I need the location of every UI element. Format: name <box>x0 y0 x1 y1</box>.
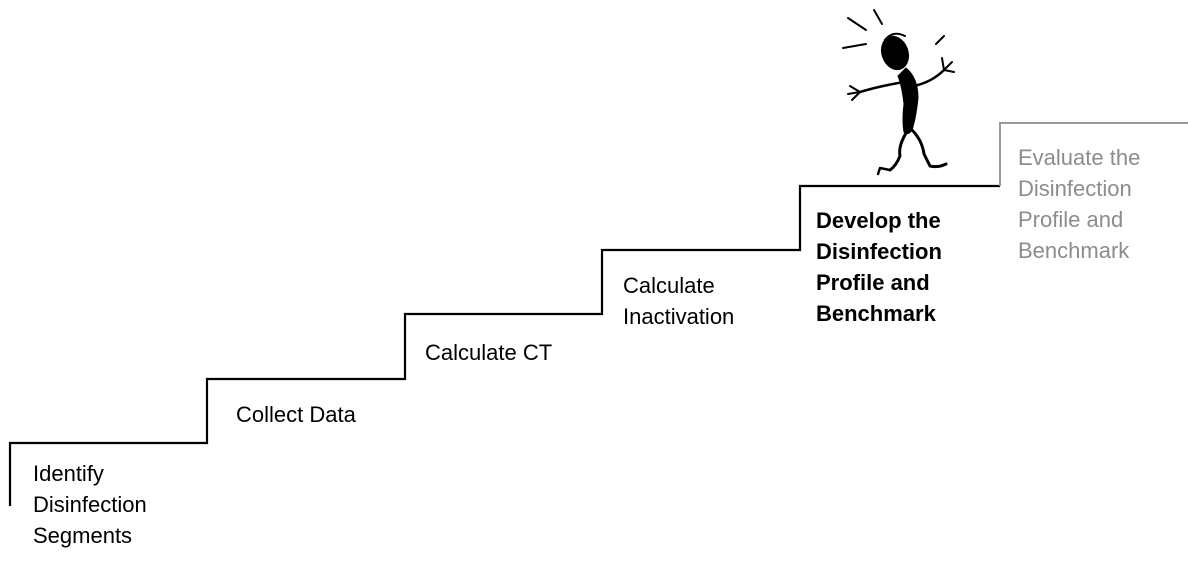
staircase-steps-completed <box>8 184 1000 506</box>
step-label-4: Calculate Inactivation <box>623 273 735 329</box>
step-label-1: Identify Disinfection Segments <box>33 461 147 548</box>
step-label-2: Collect Data <box>236 402 356 427</box>
stick-figure-climber-icon <box>842 9 955 176</box>
staircase-step-future <box>999 122 1188 186</box>
step-label-5: Develop the Disinfection Profile and Ben… <box>816 208 942 326</box>
step-label-6: Evaluate the Disinfection Profile and Be… <box>1018 145 1141 263</box>
step-label-3: Calculate CT <box>425 340 553 365</box>
